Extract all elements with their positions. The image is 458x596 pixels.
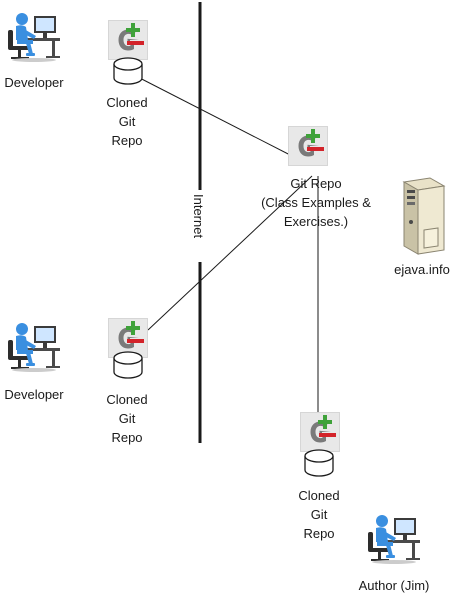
internet-label: Internet — [191, 194, 206, 238]
database-cylinder-icon — [113, 57, 143, 85]
author-label: Author (Jim) — [358, 578, 430, 593]
developer-workstation-icon — [368, 515, 420, 564]
developer-workstation-icon — [8, 13, 60, 62]
developer-bottom-label: Developer — [4, 387, 64, 402]
developer-workstation-icon — [8, 323, 60, 372]
connector-cloned-top-to-repo — [127, 71, 297, 159]
developer-top-label: Developer — [4, 75, 64, 90]
server-label: ejava.info — [394, 262, 450, 277]
cloned-repo-bottom-label: Cloned Git Repo — [106, 392, 148, 445]
connector-cloned-bottom-to-repo — [147, 175, 313, 331]
cloned-repo-author-label: Cloned Git Repo — [298, 488, 340, 541]
git-logo-icon — [288, 126, 328, 166]
cloned-repo-top-label: Cloned Git Repo — [106, 95, 148, 148]
database-cylinder-icon — [113, 351, 143, 379]
database-cylinder-icon — [304, 449, 334, 477]
git-logo-icon — [108, 20, 148, 60]
central-repo-label: Git Repo (Class Examples & Exercises.) — [261, 176, 371, 229]
server-tower-icon — [403, 177, 445, 255]
git-logo-icon — [300, 412, 340, 452]
